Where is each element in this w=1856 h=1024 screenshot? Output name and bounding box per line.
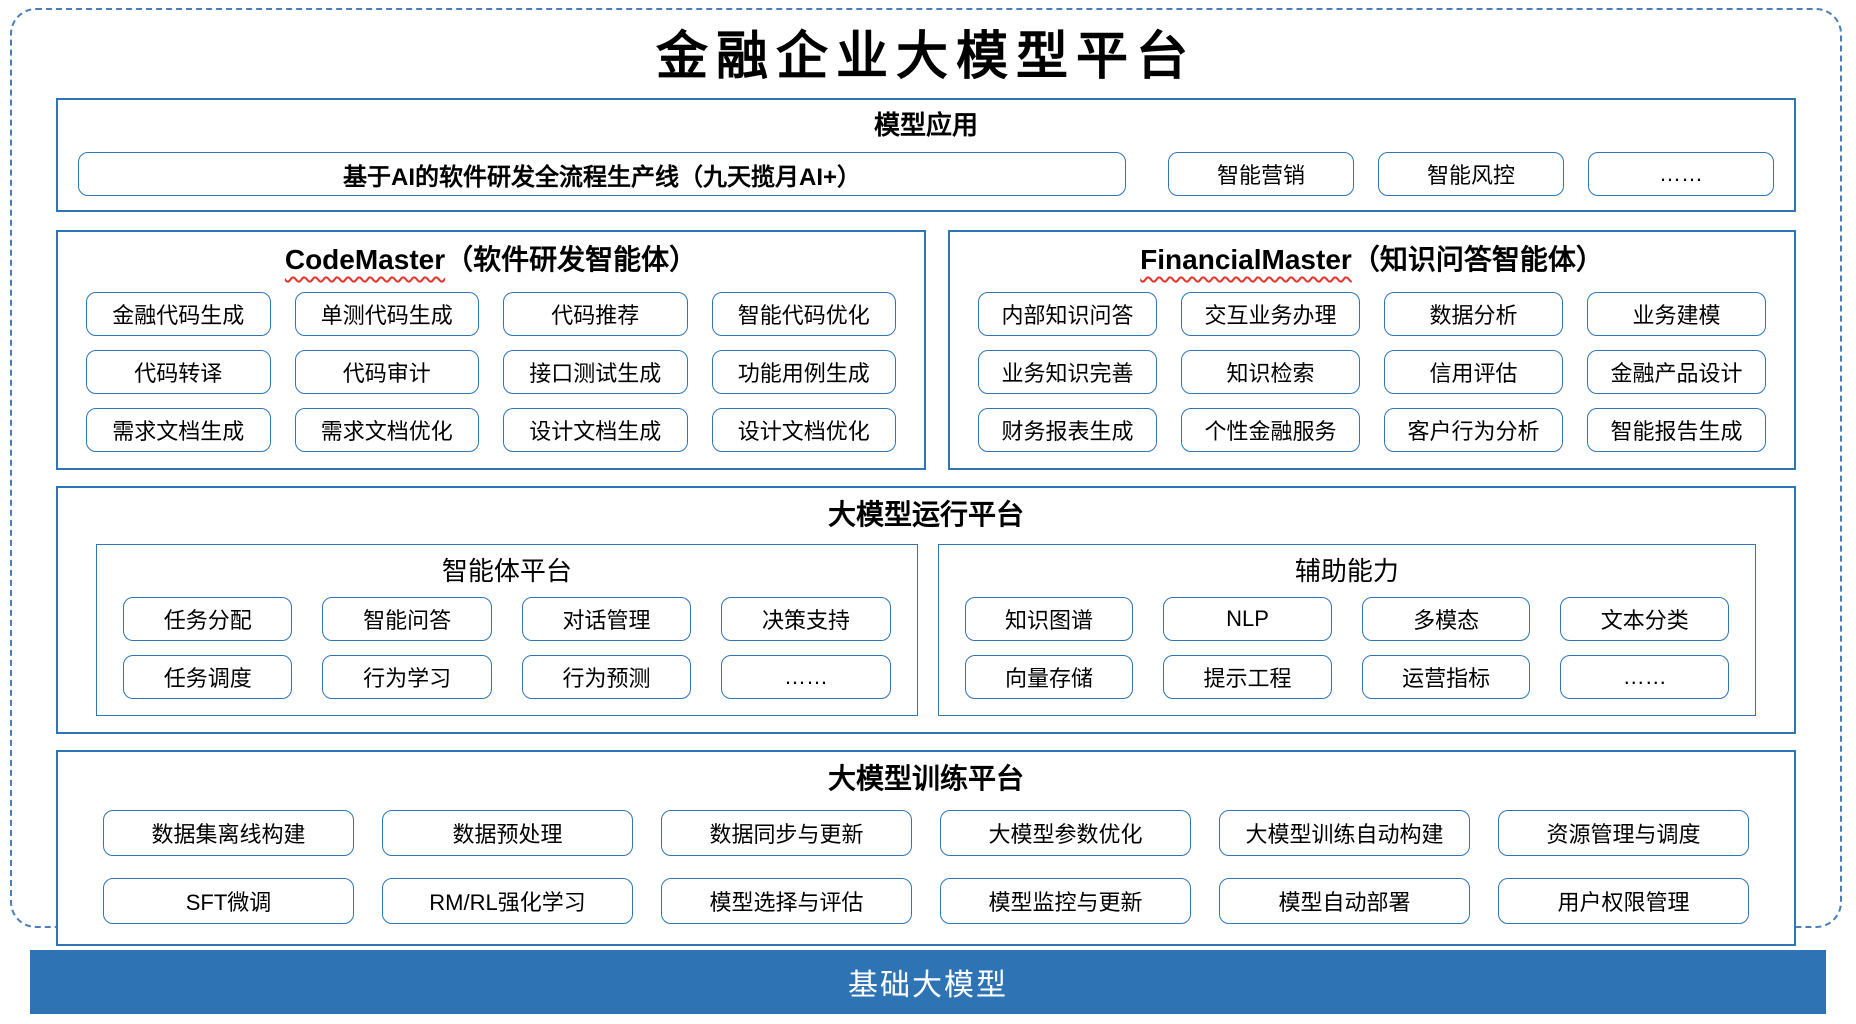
capability-box: RM/RL强化学习 [382,878,633,924]
model-app-box: 智能营销 [1168,152,1354,196]
capability-box: 数据集离线构建 [103,810,354,856]
financialmaster-suffix: （知识问答智能体） [1351,244,1604,275]
capability-box: 模型监控与更新 [940,878,1191,924]
capability-box: 单测代码生成 [294,292,479,336]
aux-capability-header: 辅助能力 [1294,556,1399,586]
capability-box: 行为预测 [521,655,692,699]
financialmaster-box: FinancialMaster（知识问答智能体） 内部知识问答交互业务办理数据分… [948,230,1796,470]
page-title: 金融企业大模型平台 [655,26,1196,87]
capability-box: 多模态 [1361,597,1531,641]
capability-box: 文本分类 [1560,597,1729,641]
financialmaster-grid: 内部知识问答交互业务办理数据分析业务建模业务知识完善知识检索信用评估金融产品设计… [950,292,1794,468]
runtime-sub-row: 智能体平台 任务分配智能问答对话管理决策支持任务调度行为学习行为预测 …… 辅助能… [96,544,1756,716]
aux-capability-box: 辅助能力 知识图谱 NLP 多模态文本分类向量存储提示工程运营指标 …… [937,544,1756,716]
capability-box: 接口测试生成 [503,350,688,394]
runtime-header: 大模型运行平台 [827,499,1024,530]
capability-box: 财务报表生成 [978,408,1157,452]
codemaster-header: CodeMaster（软件研发智能体） [58,232,924,292]
capability-box: 行为学习 [322,655,492,699]
capability-box: 资源管理与调度 [1498,810,1749,856]
capability-box: 交互业务办理 [1181,292,1360,336]
capability-box: 任务分配 [123,597,293,641]
section-model-app: 模型应用 基于AI的软件研发全流程生产线（九天揽月AI+） 智能营销智能风控 …… [56,98,1796,212]
agent-platform-box: 智能体平台 任务分配智能问答对话管理决策支持任务调度行为学习行为预测 …… [96,544,918,716]
codemaster-grid: 金融代码生成单测代码生成代码推荐智能代码优化代码转译代码审计接口测试生成功能用例… [58,292,924,468]
platform-outer-container: 金融企业大模型平台 模型应用 基于AI的软件研发全流程生产线（九天揽月AI+） … [10,8,1842,946]
model-app-row: 基于AI的软件研发全流程生产线（九天揽月AI+） 智能营销智能风控 …… [58,142,1794,210]
agents-row: CodeMaster（软件研发智能体） 金融代码生成单测代码生成代码推荐智能代码… [56,230,1796,470]
model-app-box: …… [1588,152,1774,196]
capability-box: 个性金融服务 [1181,408,1360,452]
codemaster-name: CodeMaster [284,244,446,275]
capability-box: 客户行为分析 [1384,408,1563,452]
capability-box: 业务知识完善 [978,350,1157,394]
capability-box: 数据分析 [1384,292,1563,336]
capability-box: 智能报告生成 [1587,408,1766,452]
capability-box: NLP [1163,597,1332,641]
capability-box: 提示工程 [1163,655,1332,699]
capability-box: 模型选择与评估 [661,878,912,924]
capability-box: 业务建模 [1587,292,1766,336]
capability-box: 数据预处理 [382,810,633,856]
capability-box: 运营指标 [1361,655,1531,699]
capability-box: 智能代码优化 [711,292,896,336]
agent-platform-header: 智能体平台 [441,556,572,586]
model-app-header: 模型应用 [873,110,978,140]
capability-box: 需求文档优化 [294,408,479,452]
section-training-platform: 大模型训练平台 数据集离线构建数据预处理数据同步与更新大模型参数优化大模型训练自… [56,750,1796,946]
capability-box: 对话管理 [521,597,692,641]
capability-box: 代码转译 [86,350,271,394]
capability-box: 设计文档优化 [711,408,896,452]
capability-box: 知识检索 [1181,350,1360,394]
capability-box: …… [721,655,891,699]
capability-box: 金融代码生成 [86,292,271,336]
capability-box: 金融产品设计 [1587,350,1766,394]
capability-box: 需求文档生成 [86,408,271,452]
aux-capability-grid: 知识图谱 NLP 多模态文本分类向量存储提示工程运营指标 …… [939,597,1755,715]
capability-box: 大模型参数优化 [940,810,1191,856]
training-grid: 数据集离线构建数据预处理数据同步与更新大模型参数优化大模型训练自动构建资源管理与… [58,808,1794,944]
ai-pipeline-box: 基于AI的软件研发全流程生产线（九天揽月AI+） [78,152,1126,196]
capability-box: SFT微调 [103,878,354,924]
codemaster-box: CodeMaster（软件研发智能体） 金融代码生成单测代码生成代码推荐智能代码… [56,230,926,470]
capability-box: 知识图谱 [964,597,1134,641]
capability-box: 数据同步与更新 [661,810,912,856]
capability-box: 设计文档生成 [503,408,688,452]
capability-box: 大模型训练自动构建 [1219,810,1470,856]
capability-box: 决策支持 [721,597,891,641]
capability-box: 信用评估 [1384,350,1563,394]
capability-box: 向量存储 [964,655,1134,699]
capability-box: 代码推荐 [503,292,688,336]
section-runtime-platform: 大模型运行平台 智能体平台 任务分配智能问答对话管理决策支持任务调度行为学习行为… [56,486,1796,734]
capability-box: 用户权限管理 [1498,878,1749,924]
capability-box: 模型自动部署 [1219,878,1470,924]
financialmaster-header: FinancialMaster（知识问答智能体） [950,232,1794,292]
base-model-bar: 基础大模型 [30,950,1826,1014]
capability-box: 内部知识问答 [978,292,1157,336]
agent-platform-grid: 任务分配智能问答对话管理决策支持任务调度行为学习行为预测 …… [97,597,917,715]
capability-box: 任务调度 [123,655,293,699]
financialmaster-name: FinancialMaster [1140,244,1352,275]
capability-box: 智能问答 [322,597,492,641]
codemaster-suffix: （软件研发智能体） [445,244,698,275]
training-header: 大模型训练平台 [827,763,1024,794]
model-app-box: 智能风控 [1378,152,1564,196]
capability-box: …… [1560,655,1729,699]
capability-box: 代码审计 [294,350,479,394]
capability-box: 功能用例生成 [711,350,896,394]
